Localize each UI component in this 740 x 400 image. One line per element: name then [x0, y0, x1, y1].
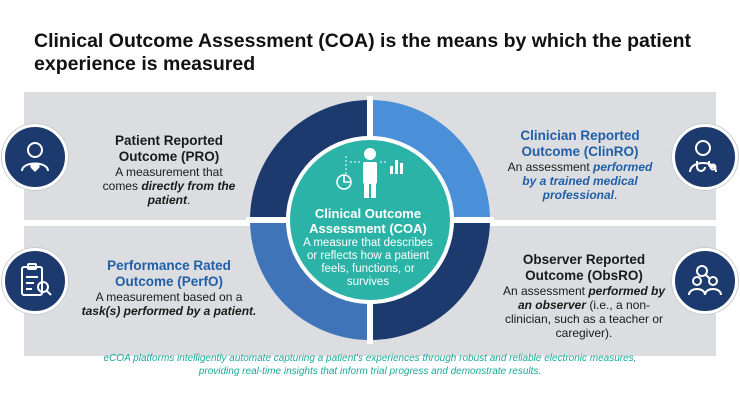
center-title: Clinical Outcome Assessment (COA)	[309, 206, 427, 236]
obsro-badge	[672, 248, 738, 314]
perfo-description: A measurement based on a task(s) perform…	[81, 290, 257, 318]
page-title: Clinical Outcome Assessment (COA) is the…	[34, 30, 692, 75]
patient-heart-icon	[21, 142, 49, 172]
coa-ring-diagram	[246, 96, 494, 344]
perfo-badge	[2, 248, 68, 314]
perfo-block: Performance Rated Outcome (PerfO) A meas…	[76, 258, 262, 318]
ring-quadrant-bottom-right	[370, 220, 490, 340]
perfo-heading: Performance Rated Outcome (PerfO)	[107, 258, 231, 289]
clipboard-magnifier-icon	[21, 263, 52, 296]
pie-chart-icon	[336, 174, 352, 190]
clinro-badge	[672, 124, 738, 190]
pro-heading: Patient Reported Outcome (PRO)	[114, 133, 223, 164]
bar-chart-icon	[390, 160, 403, 174]
obsro-description: An assessment performed by an observer (…	[502, 284, 666, 340]
pro-description: A measurement that comes directly from t…	[102, 165, 236, 207]
clinro-heading: Clinician Reported Outcome (ClinRO)	[520, 128, 640, 159]
pro-block: Patient Reported Outcome (PRO) A measure…	[96, 133, 242, 207]
ring-quadrant-bottom-left	[250, 220, 370, 340]
obsro-block: Observer Reported Outcome (ObsRO) An ass…	[498, 252, 670, 340]
pro-badge	[2, 124, 68, 190]
ring-quadrant-top-right	[370, 100, 490, 220]
center-description: A measure that describes or reflects how…	[303, 237, 433, 288]
center-coa-text: Clinical Outcome Assessment (COA) A meas…	[300, 206, 436, 289]
clinro-description: An assessment performed by a trained med…	[507, 160, 653, 202]
clinro-block: Clinician Reported Outcome (ClinRO) An a…	[500, 128, 660, 202]
footer-caption: eCOA platforms intelligently automate ca…	[103, 353, 637, 377]
obsro-heading: Observer Reported Outcome (ObsRO)	[522, 252, 646, 283]
doctor-stethoscope-icon	[689, 140, 717, 173]
ring-quadrant-top-left	[250, 100, 370, 220]
people-magnifier-icon	[688, 265, 722, 296]
dotted-connector-icon	[345, 156, 388, 174]
center-circle	[290, 140, 450, 300]
clinician-figure-icon	[363, 148, 377, 198]
